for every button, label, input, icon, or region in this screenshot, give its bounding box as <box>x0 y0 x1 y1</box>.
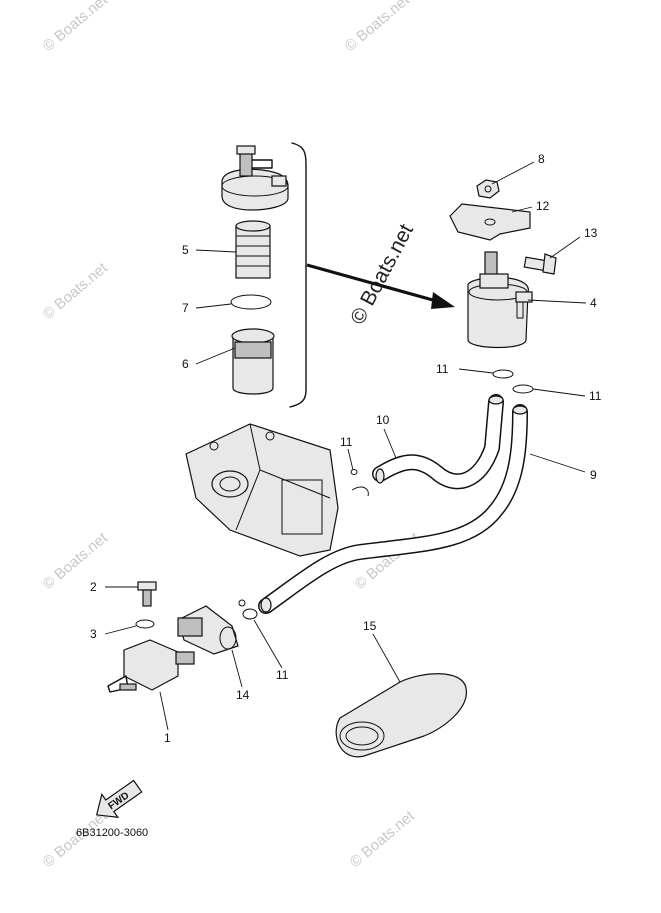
callout-1: 1 <box>164 731 171 745</box>
watermark-text: © Boats.net <box>347 807 419 871</box>
filter-cap <box>221 145 289 211</box>
callout-9: 9 <box>590 468 597 482</box>
protective-sleeve <box>335 673 467 758</box>
callout-3: 3 <box>90 627 97 641</box>
bracket <box>449 203 531 241</box>
clip-ring <box>512 384 534 394</box>
callout-2: 2 <box>90 580 97 594</box>
callout-14: 14 <box>236 688 250 702</box>
diagram-code: 6B31200-3060 <box>76 827 148 839</box>
callout-5: 5 <box>182 243 189 257</box>
screw <box>137 581 157 607</box>
detail-arrow-head <box>431 292 455 309</box>
callout-11: 11 <box>589 389 602 403</box>
callout-10: 10 <box>376 413 390 427</box>
leader-lines <box>104 161 587 731</box>
callout-11: 11 <box>276 668 289 682</box>
callout-11: 11 <box>436 362 449 376</box>
hose <box>258 404 528 614</box>
connector <box>177 605 239 655</box>
watermark-text: © Boats.net <box>342 0 414 55</box>
o-ring <box>230 294 272 310</box>
nut <box>476 179 500 199</box>
callout-11: 11 <box>340 435 353 449</box>
fuel-filter-assembly <box>467 251 533 349</box>
clip-ring <box>242 608 258 620</box>
detail-bracket <box>289 142 307 408</box>
watermark-text: © Boats.net <box>40 529 112 593</box>
callout-8: 8 <box>538 152 545 166</box>
hose <box>372 394 504 490</box>
clip-ring <box>238 599 246 607</box>
washer <box>135 619 155 629</box>
engine-block <box>185 423 339 557</box>
watermark-text: © Boats.net <box>40 0 112 55</box>
callout-13: 13 <box>584 226 598 240</box>
clip-ring <box>351 486 369 497</box>
callout-15: 15 <box>363 619 377 633</box>
callout-6: 6 <box>182 357 189 371</box>
clip-ring <box>492 369 514 379</box>
callout-labels: 5 7 6 8 12 13 4 11 11 10 9 11 2 3 1 14 1… <box>90 152 602 745</box>
watermark-text: © Boats.net <box>40 807 112 871</box>
watermark-text: © Boats.net <box>40 259 112 323</box>
watermark-center-text: © Boats.net <box>346 220 418 328</box>
clip-ring <box>350 469 358 475</box>
callout-4: 4 <box>590 296 597 310</box>
callout-12: 12 <box>536 199 550 213</box>
callout-7: 7 <box>182 301 189 315</box>
detail-arrow <box>306 263 441 304</box>
fuel-joint <box>107 639 195 693</box>
filter-cup <box>231 328 275 395</box>
filter-element <box>235 220 271 279</box>
